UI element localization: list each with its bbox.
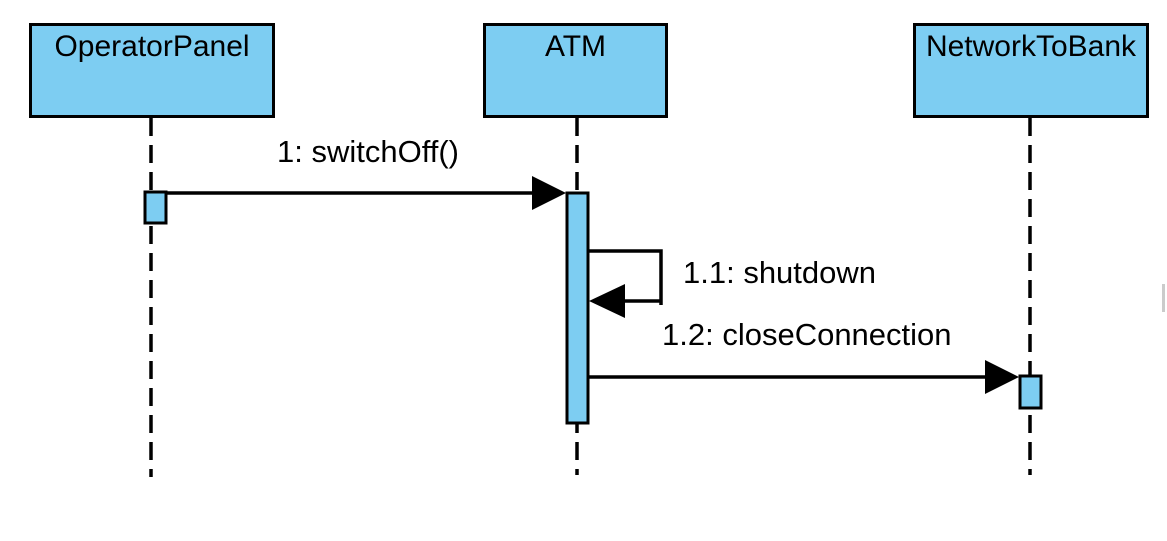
message-label-shutdown[interactable]: 1.1: shutdown xyxy=(683,255,877,290)
lifeline-head-atm[interactable]: ATM xyxy=(483,23,668,118)
lifeline-head-networktobank[interactable]: NetworkToBank xyxy=(913,23,1149,118)
self-message-loop xyxy=(588,249,663,305)
message-shutdown-self-arrow[interactable] xyxy=(588,249,663,318)
scrollbar-artifact xyxy=(1162,284,1165,312)
activation-bar-operatorpanel[interactable] xyxy=(143,190,168,225)
arrowhead-icon xyxy=(532,176,566,210)
arrowhead-icon xyxy=(589,284,625,318)
message-switchoff-arrow[interactable] xyxy=(166,176,566,210)
message-label-closeconnection[interactable]: 1.2: closeConnection xyxy=(662,317,952,352)
lifeline-head-operatorpanel[interactable]: OperatorPanel xyxy=(29,23,275,118)
lifeline-name-atm: ATM xyxy=(544,30,607,63)
arrowhead-icon xyxy=(985,360,1019,394)
activation-bar-networktobank[interactable] xyxy=(1018,374,1043,410)
lifeline-name-networktobank: NetworkToBank xyxy=(925,30,1137,63)
message-closeconnection-arrow[interactable] xyxy=(588,360,1019,394)
activation-bar-atm[interactable] xyxy=(565,191,590,425)
message-label-switchoff[interactable]: 1: switchOff() xyxy=(276,134,460,169)
lifeline-name-operatorpanel: OperatorPanel xyxy=(54,30,250,63)
